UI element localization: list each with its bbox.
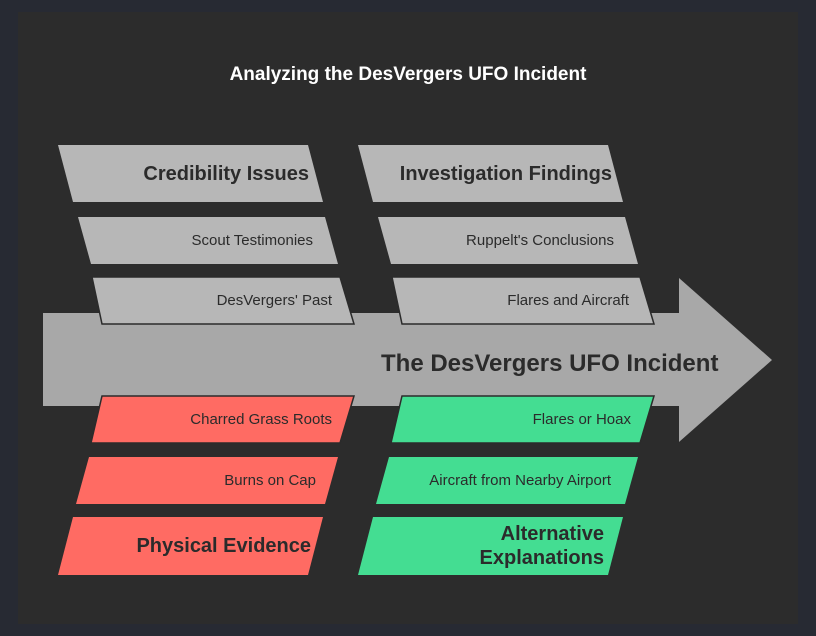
cause-label: Flares or Hoax: [532, 411, 631, 428]
category-credibility-issues: Credibility Issues: [78, 145, 309, 202]
cause-scout-testimonies-shape: [78, 217, 338, 264]
category-physical-evidence: Physical Evidence: [78, 517, 311, 575]
cause-desvergers-past-shape: [91, 276, 356, 325]
cause-label: Aircraft from Nearby Airport: [429, 472, 611, 489]
cause-scout-testimonies: Scout Testimonies: [98, 217, 313, 264]
cause-ruppelts-conclusions: Ruppelt's Conclusions: [398, 217, 614, 264]
category-label: Alternative Explanations: [479, 523, 604, 569]
cause-charred-grass-roots: Charred Grass Roots: [108, 396, 332, 443]
cause-label: DesVergers' Past: [216, 292, 332, 309]
category-investigation-findings-shape: [358, 145, 623, 202]
cause-label: Ruppelt's Conclusions: [466, 232, 614, 249]
diagram-title: Analyzing the DesVergers UFO Incident: [229, 64, 587, 85]
cause-aircraft-nearby-airport-shape: [376, 457, 638, 504]
cause-flares-and-aircraft-shape: [391, 276, 656, 325]
cause-label: Burns on Cap: [224, 472, 316, 489]
cause-flares-or-hoax: Flares or Hoax: [408, 396, 631, 443]
category-physical-evidence-shape: [58, 517, 323, 575]
cause-ruppelts-conclusions-shape: [378, 217, 638, 264]
cause-aircraft-nearby-airport: Aircraft from Nearby Airport: [398, 457, 611, 504]
category-label: Investigation Findings: [399, 162, 612, 185]
cause-flares-or-hoax-shape: [390, 395, 656, 444]
spine-label: The DesVergers UFO Incident: [381, 350, 719, 377]
cause-label: Charred Grass Roots: [190, 411, 332, 428]
cause-charred-grass-roots-shape: [90, 395, 356, 444]
cause-burns-on-cap-shape: [76, 457, 338, 504]
cause-desvergers-past: DesVergers' Past: [113, 277, 332, 324]
cause-flares-and-aircraft: Flares and Aircraft: [413, 277, 629, 324]
cause-burns-on-cap: Burns on Cap: [98, 457, 316, 504]
category-label: Physical Evidence: [136, 535, 311, 557]
diagram-shapes: [43, 145, 772, 575]
diagram-canvas: Analyzing the DesVergers UFO Incident Th…: [18, 12, 798, 624]
category-label: Credibility Issues: [143, 162, 309, 185]
cause-label: Scout Testimonies: [191, 232, 313, 249]
category-alternative-explanations-shape: [358, 517, 623, 575]
category-investigation-findings: Investigation Findings: [378, 145, 612, 202]
cause-label: Flares and Aircraft: [507, 292, 629, 309]
category-alternative-explanations: Alternative Explanations: [438, 517, 604, 575]
category-credibility-issues-shape: [58, 145, 323, 202]
